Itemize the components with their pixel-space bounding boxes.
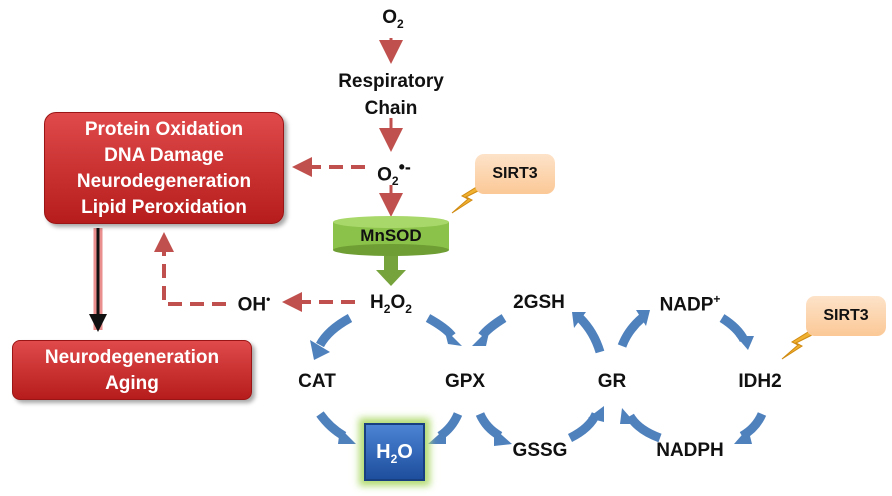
cat-label: CAT: [298, 371, 336, 392]
o2-label: O2: [382, 7, 404, 31]
arrowhead: [494, 428, 512, 446]
arrow-nadph-to-gr: [626, 413, 662, 443]
damage-item: Lipid Peroxidation: [81, 197, 247, 218]
damage-box: Protein Oxidation DNA Damage Neurodegene…: [44, 112, 284, 224]
arrow-h2o2-to-gpx: [425, 314, 456, 339]
arrowhead: [636, 310, 650, 326]
outcome-item: Neurodegeneration: [44, 347, 220, 368]
arrowhead: [472, 328, 490, 346]
outcome-item: Aging: [105, 373, 159, 394]
arrowhead: [572, 312, 586, 328]
damage-item: Protein Oxidation: [84, 119, 244, 140]
arrowhead: [736, 336, 754, 350]
arrow-gr-to-nadp: [617, 314, 645, 348]
arrowhead: [444, 328, 462, 346]
gssg-label: GSSG: [512, 440, 568, 461]
arrow-gr-to-2gsh: [576, 314, 605, 354]
nadp-label: NADP+: [659, 292, 721, 316]
h2o-box: H2O: [364, 423, 425, 481]
arrow-2gsh-to-gpx: [478, 314, 507, 339]
damage-item: DNA Damage: [104, 145, 224, 166]
arrowhead: [734, 428, 752, 444]
arrow-mnsod-to-h2o2: [376, 256, 406, 286]
arrow-oh-to-damage: [154, 232, 226, 306]
respiratory-chain-label: Respiratory Chain: [338, 71, 444, 119]
arrow-h2o2-to-cat: [316, 314, 353, 348]
idh2-label: IDH2: [738, 371, 782, 392]
h2o2-label: H2O2: [370, 292, 412, 316]
gpx-label: GPX: [444, 371, 486, 392]
outcome-box: Neurodegeneration Aging: [12, 340, 252, 400]
gr-label: GR: [597, 371, 627, 392]
sirt3-badge: SIRT3: [475, 154, 555, 194]
arrowhead: [428, 428, 446, 444]
hydroxyl-label: OH•: [237, 292, 271, 316]
arrowhead: [310, 340, 330, 360]
lightning-bolt-icon: [781, 331, 813, 360]
arrowhead: [338, 428, 356, 444]
arrowhead: [588, 406, 604, 422]
sirt3-badge: SIRT3: [806, 296, 886, 336]
mnsod-cylinder: [333, 216, 449, 256]
nadph-label: NADPH: [656, 440, 724, 461]
arrowhead: [620, 408, 636, 424]
mnsod-label: MnSOD: [360, 226, 422, 245]
damage-item: Neurodegeneration: [76, 171, 252, 192]
2gsh-label: 2GSH: [513, 292, 565, 313]
superoxide-label: O2•-: [377, 157, 411, 189]
